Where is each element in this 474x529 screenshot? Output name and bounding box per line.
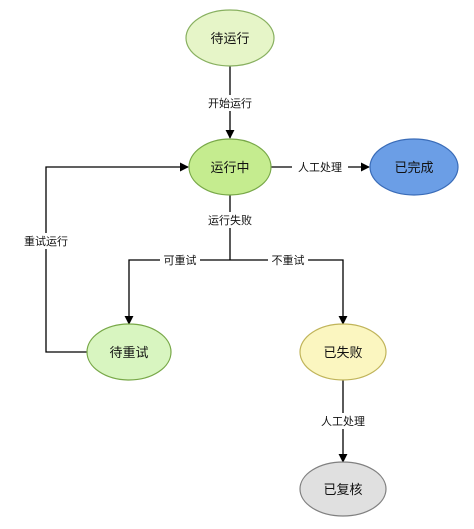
edge-label-can-retry: 可重试 (164, 253, 197, 267)
node-running[interactable]: 运行中 (188, 138, 272, 196)
node-completed-shape (369, 138, 459, 196)
node-reviewed[interactable]: 已复核 (299, 461, 387, 517)
node-failed[interactable]: 已失败 (299, 323, 387, 381)
node-pending-retry-label: 待重试 (109, 345, 148, 361)
node-reviewed-shape (299, 461, 387, 517)
node-reviewed-label: 已复核 (323, 483, 362, 498)
edge-start-run: 开始运行 (202, 66, 258, 139)
node-pending-retry[interactable]: 待重试 (86, 323, 172, 381)
node-pending-run-label: 待运行 (210, 32, 249, 47)
edge-can-retry: 可重试 (124, 253, 230, 325)
edge-manual-complete: 人工处理 (270, 159, 370, 175)
node-running-shape (188, 138, 272, 196)
edge-label-retry-run: 重试运行 (24, 234, 68, 248)
edge-label-manual-complete: 人工处理 (298, 161, 342, 174)
node-failed-shape (299, 323, 387, 381)
edge-retry-run: 重试运行 (18, 162, 189, 353)
edge-run-failed: 运行失败 (202, 195, 258, 260)
node-pending-run[interactable]: 待运行 (185, 9, 275, 67)
node-completed[interactable]: 已完成 (369, 138, 459, 196)
edge-label-no-retry: 不重试 (272, 253, 305, 267)
node-completed-label: 已完成 (394, 161, 433, 176)
edge-manual-review: 人工处理 (315, 380, 371, 463)
node-pending-run-shape (185, 9, 275, 67)
edge-label-run-failed: 运行失败 (208, 213, 252, 227)
edge-label-manual-review: 人工处理 (321, 415, 365, 428)
node-failed-label: 已失败 (323, 346, 362, 361)
node-running-label: 运行中 (210, 161, 249, 176)
node-pending-retry-shape (86, 323, 172, 381)
edge-no-retry: 不重试 (230, 253, 348, 325)
edge-label-start-run: 开始运行 (208, 96, 252, 110)
